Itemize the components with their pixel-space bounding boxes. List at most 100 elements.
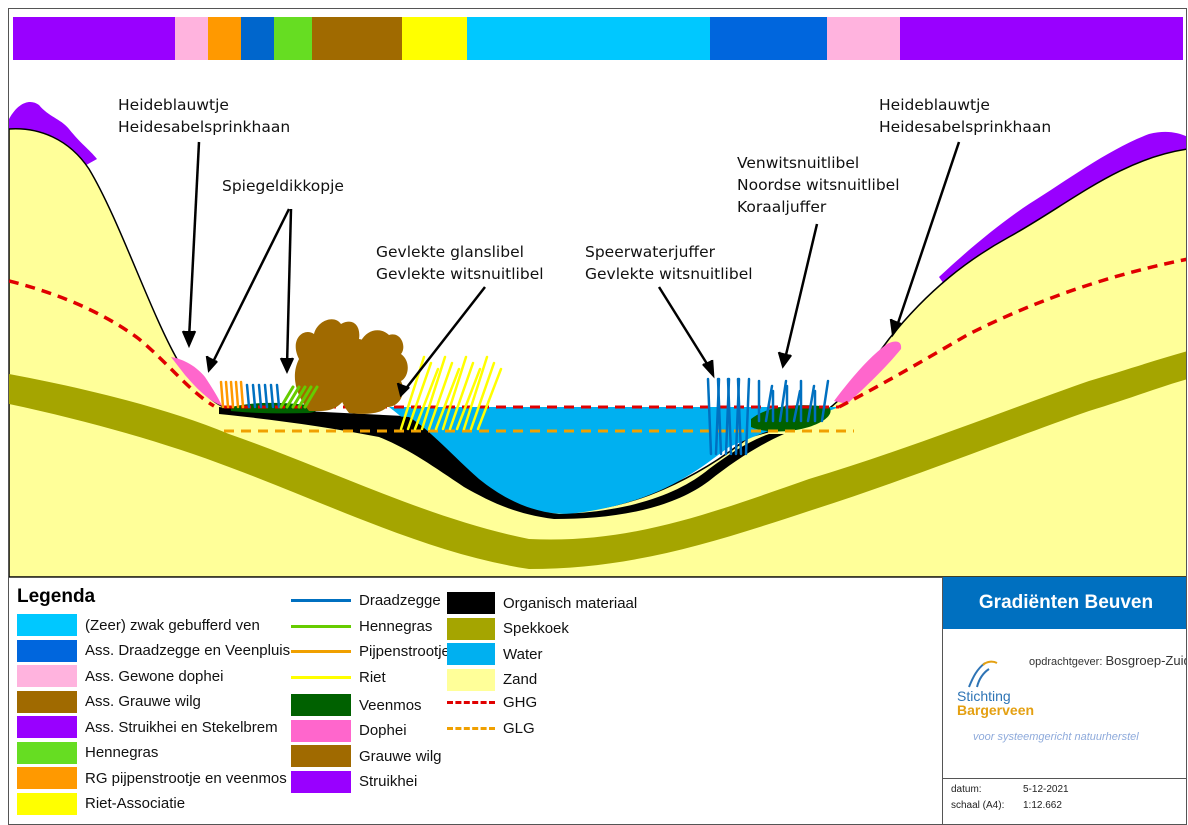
riet-stroke xyxy=(448,361,475,431)
legend-label: Riet-Associatie xyxy=(85,795,186,812)
legend-swatch xyxy=(447,643,495,665)
label-right-heath-2: Heidesabelsprinkhaan xyxy=(879,118,1051,136)
legend-swatch xyxy=(291,745,351,767)
client-area: opdrachtgever: Bosgroep-Zuid Stichting B… xyxy=(943,637,1187,757)
dophei-right xyxy=(834,341,902,404)
legend-item: Water xyxy=(447,643,542,665)
zone-strip-segment xyxy=(827,17,900,60)
label-spiegeldikkopje: Spiegeldikkopje xyxy=(222,177,344,195)
riet-stroke xyxy=(413,367,440,431)
label-right-heath-1: Heideblauwtje xyxy=(879,96,990,114)
draadzegge-stroke xyxy=(263,383,269,409)
client-label: opdrachtgever: xyxy=(1029,656,1103,668)
zone-strip-segment xyxy=(241,17,275,60)
legend-swatch xyxy=(291,770,351,793)
label-right-pond-2: Gevlekte witsnuitlibel xyxy=(585,265,753,283)
riet-stroke xyxy=(476,367,503,431)
legend-swatch xyxy=(291,694,351,716)
zone-strip-segment xyxy=(208,17,242,60)
legend-swatch xyxy=(17,614,77,636)
legend-item: Ass. Draadzegge en Veenpluis xyxy=(17,639,291,662)
hennegras-stroke xyxy=(297,385,313,409)
pijpenstrootje-stroke xyxy=(219,380,225,409)
draadzegge-stroke xyxy=(778,379,788,423)
organic-material xyxy=(219,407,784,519)
pijpenstrootje-stroke xyxy=(229,380,235,409)
date-value: 5-12-2021 xyxy=(1023,784,1069,795)
legend-item: GHG xyxy=(447,694,537,711)
logo-tagline: voor systeemgericht natuurherstel xyxy=(973,731,1139,743)
riet-stroke xyxy=(406,361,433,431)
legend-label: Zand xyxy=(503,671,538,688)
client-value: Bosgroep-Zuid xyxy=(1105,653,1187,668)
legend-title: Legenda xyxy=(17,586,96,607)
draadzegge-stroke xyxy=(269,383,275,409)
legend-item: Struikhei xyxy=(291,770,418,793)
logo-line2: Bargerveen xyxy=(957,702,1035,718)
legend-label: GLG xyxy=(503,719,535,737)
drawing-frame: Heideblauwtje Heidesabelsprinkhaan Spieg… xyxy=(8,8,1187,825)
legend-item: Riet-Associatie xyxy=(17,792,186,815)
legend-label: Struikhei xyxy=(359,773,418,790)
riet-stroke xyxy=(420,355,447,431)
draadzegge-stroke xyxy=(744,377,751,456)
legend-label: Hennegras xyxy=(85,744,159,761)
zone-strip-segment xyxy=(311,17,402,60)
legend-label: Organisch materiaal xyxy=(503,594,638,612)
legend-label: Hennegras xyxy=(359,617,433,635)
riet-stroke xyxy=(469,361,496,431)
draadzegge-stroke xyxy=(257,383,263,409)
pijpenstrootje-stroke xyxy=(224,380,230,409)
legend-item: Dophei xyxy=(291,719,407,742)
legend-label: Dophei xyxy=(359,722,407,739)
label-left-heath-1: Heideblauwtje xyxy=(118,96,229,114)
legend-swatch xyxy=(17,665,77,687)
legend-swatch xyxy=(17,716,77,738)
pijpenstrootje-stroke xyxy=(234,380,240,409)
legend-line-sample xyxy=(291,675,351,679)
legend-item: Grauwe wilg xyxy=(291,745,442,767)
legend-item: (Zeer) zwak gebufferd ven xyxy=(17,614,260,636)
legend-label: (Zeer) zwak gebufferd ven xyxy=(85,616,260,634)
riet-stroke xyxy=(427,361,454,431)
legend-item: Ass. Grauwe wilg xyxy=(17,690,201,713)
legend-swatch xyxy=(447,668,495,691)
legend-label: Veenmos xyxy=(359,696,422,714)
hennegras-stroke xyxy=(291,385,307,409)
bargerveen-logo-icon xyxy=(968,660,998,688)
draadzegge-stroke xyxy=(792,389,802,423)
label-left-pond-1: Gevlekte glanslibel xyxy=(376,243,524,261)
legend-line-sample xyxy=(291,624,351,628)
legend-label: Ass. Gewone dophei xyxy=(85,667,224,685)
draadzegge-stroke xyxy=(726,377,733,456)
client-line: opdrachtgever: Bosgroep-Zuid xyxy=(1029,653,1187,668)
logo-wordmark: Stichting Bargerveen xyxy=(957,689,1034,717)
label-right-moss-2: Noordse witsnuitlibel xyxy=(737,176,900,194)
veenmos-left xyxy=(231,402,318,414)
hennegras-stroke xyxy=(285,385,301,409)
draadzegge-stroke xyxy=(275,383,281,409)
legend-swatch xyxy=(17,639,77,662)
draadzegge-stroke xyxy=(706,377,713,456)
grauwe-wilg-shrubs xyxy=(294,319,408,414)
map-title: Gradiënten Beuven xyxy=(943,577,1186,629)
hennegras-stroke xyxy=(303,385,319,409)
vegetation-strokes xyxy=(219,355,830,456)
legend-item: RG pijpenstrootje en veenmos xyxy=(17,767,287,789)
drawing-metadata: datum: 5-12-2021 schaal (A4): 1:12.662 xyxy=(943,778,1186,811)
legend-item: Veenmos xyxy=(291,694,422,716)
legend-item: GLG xyxy=(447,720,535,737)
sand-body xyxy=(9,128,1186,577)
legend-line-sample xyxy=(291,650,351,653)
ghg-line-left xyxy=(9,279,215,408)
riet-stroke xyxy=(462,355,489,431)
legend-item: Draadzegge xyxy=(291,592,441,609)
hennegras-stroke xyxy=(279,385,295,409)
scale-label: schaal (A4): xyxy=(951,800,1005,811)
label-right-moss-3: Koraaljuffer xyxy=(737,198,827,216)
legend-label: Ass. Draadzegge en Veenpluis xyxy=(85,642,291,659)
draadzegge-stroke xyxy=(820,379,830,423)
legend-label: Draadzegge xyxy=(359,592,441,609)
legend-swatch xyxy=(17,792,77,815)
